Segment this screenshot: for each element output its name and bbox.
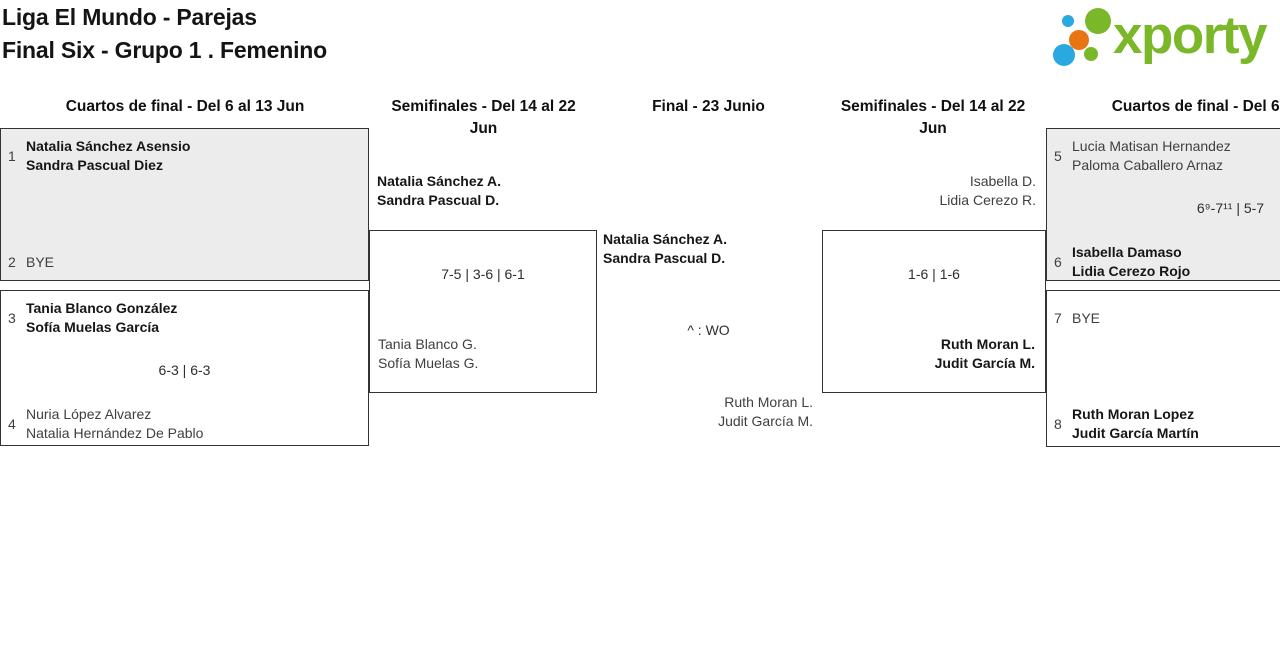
round-header-quarterfinals-right: Cuartos de final - Del 6 al 13 Jun — [1111, 98, 1280, 115]
team-names: BYE — [1072, 309, 1101, 326]
team-seed-2: 2 BYE — [1, 243, 368, 281]
sf-right-loser-label: Isabella D. Lidia Cerezo R. — [939, 173, 1037, 208]
logo-dot-green-big-icon — [1085, 8, 1111, 34]
team-names: Nuria López Alvarez Natalia Hernández De… — [26, 406, 204, 441]
final-loser-label: Ruth Moran L. Judit García M. — [718, 394, 813, 429]
team-names: Lucia Matisan Hernandez Paloma Caballero… — [1072, 138, 1231, 173]
logo-dot-green-small-icon — [1084, 47, 1098, 61]
team-names: Isabella Damaso Lidia Cerezo Rojo — [1072, 244, 1191, 279]
match-qf3[interactable]: 5 Lucia Matisan Hernandez Paloma Caballe… — [1046, 128, 1280, 281]
team-seed-1: 1 Natalia Sánchez Asensio Sandra Pascual… — [1, 137, 368, 175]
group-name: Final Six - Grupo 1 . Femenino — [2, 37, 327, 63]
seed-number: 7 — [1054, 310, 1062, 326]
round-header-semifinals-left: Semifinales - Del 14 al 22 Jun — [391, 98, 576, 137]
match-score: 7-5 | 3-6 | 6-1 — [441, 266, 525, 282]
team-names: BYE — [26, 253, 55, 270]
tournament-name: Liga El Mundo - Parejas — [2, 4, 257, 30]
team-seed-7: 7 BYE — [1047, 299, 1280, 337]
match-qf2[interactable]: 3 Tania Blanco González Sofía Muelas Gar… — [0, 290, 369, 446]
match-sf-left[interactable]: 7-5 | 3-6 | 6-1 Tania Blanco G. Sofía Mu… — [369, 230, 597, 393]
team-names: Natalia Sánchez Asensio Sandra Pascual D… — [26, 138, 191, 173]
team-seed-8: 8 Ruth Moran Lopez Judit García Martín — [1047, 405, 1280, 443]
sf-right-winner-names: Ruth Moran L. Judit García M. — [934, 336, 1035, 371]
logo-dot-blue-small-icon — [1062, 15, 1074, 27]
seed-number: 6 — [1054, 254, 1062, 270]
seed-number: 3 — [8, 310, 16, 326]
round-header-final: Final - 23 Junio — [652, 98, 765, 115]
page-title: Liga El Mundo - Parejas Final Six - Grup… — [2, 1, 327, 67]
round-header-semifinals-right: Semifinales - Del 14 al 22 Jun — [840, 98, 1026, 137]
logo-dot-orange-icon — [1069, 30, 1089, 50]
team-names: Ruth Moran Lopez Judit García Martín — [1072, 406, 1199, 441]
logo-dot-blue-big-icon — [1053, 44, 1075, 66]
team-seed-4: 4 Nuria López Alvarez Natalia Hernández … — [1, 405, 368, 443]
xporty-logo[interactable]: xporty — [1050, 2, 1280, 74]
seed-number: 2 — [8, 254, 16, 270]
walkover-note: ^ : WO — [687, 322, 730, 338]
seed-number: 4 — [8, 416, 16, 432]
match-score: 6⁹-7¹¹ | 5-7 — [1196, 200, 1265, 216]
team-seed-3: 3 Tania Blanco González Sofía Muelas Gar… — [1, 299, 368, 337]
match-qf1[interactable]: 1 Natalia Sánchez Asensio Sandra Pascual… — [0, 128, 369, 281]
match-sf-right[interactable]: 1-6 | 1-6 Ruth Moran L. Judit García M. — [822, 230, 1046, 393]
final-winner-label: Natalia Sánchez A. Sandra Pascual D. — [603, 231, 727, 266]
team-names: Tania Blanco González Sofía Muelas Garcí… — [26, 300, 178, 335]
logo-wordmark: xporty — [1113, 6, 1267, 65]
seed-number: 1 — [8, 148, 16, 164]
round-header-quarterfinals-left: Cuartos de final - Del 6 al 13 Jun — [65, 98, 305, 115]
match-score: 6-3 | 6-3 — [158, 362, 211, 378]
match-score: 1-6 | 1-6 — [908, 266, 960, 282]
sf-left-winner-label: Natalia Sánchez A. Sandra Pascual D. — [377, 173, 501, 208]
sf-left-loser-names: Tania Blanco G. Sofía Muelas G. — [378, 336, 479, 371]
team-seed-6: 6 Isabella Damaso Lidia Cerezo Rojo — [1047, 243, 1280, 281]
match-qf4[interactable]: 7 BYE 8 Ruth Moran Lopez Judit García Ma… — [1046, 290, 1280, 447]
seed-number: 8 — [1054, 416, 1062, 432]
seed-number: 5 — [1054, 148, 1062, 164]
team-seed-5: 5 Lucia Matisan Hernandez Paloma Caballe… — [1047, 137, 1280, 175]
